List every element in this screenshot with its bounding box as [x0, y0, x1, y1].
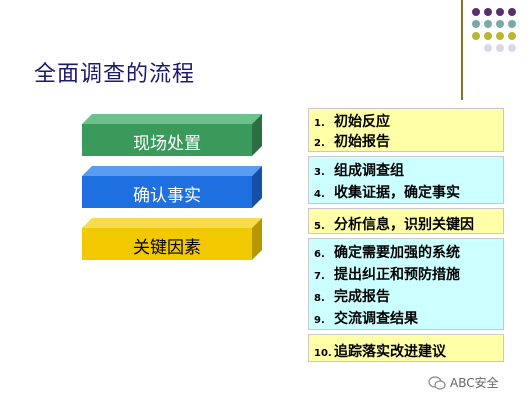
step-item: 4. 收集证据，确定事实	[314, 182, 460, 202]
decoration-dot	[496, 20, 504, 28]
step-text: 组成调查组	[334, 163, 404, 179]
decoration-dot	[484, 32, 492, 40]
step-text: 初始反应	[334, 114, 390, 130]
flow-block-top	[82, 218, 262, 228]
step-number: 6.	[314, 249, 325, 260]
step-item: 2. 初始报告	[314, 131, 390, 151]
step-text: 追踪落实改进建议	[334, 344, 446, 360]
step-text: 完成报告	[334, 289, 390, 305]
step-text: 确定需要加强的系统	[334, 245, 460, 261]
flow-block-front	[82, 228, 252, 260]
decoration-dot	[508, 44, 516, 52]
step-item: 8. 完成报告	[314, 286, 390, 306]
flow-block-label: 关键因素	[133, 238, 201, 258]
step-number: 9.	[314, 315, 325, 326]
step-number: 10.	[314, 348, 332, 359]
decoration-dot	[484, 8, 492, 16]
page-title: 全面调查的流程	[34, 62, 196, 87]
step-panel	[308, 156, 504, 204]
step-number: 4.	[314, 189, 325, 200]
decoration-dot	[496, 8, 504, 16]
step-panel	[308, 334, 504, 362]
watermark-text: ABC安全	[450, 376, 499, 390]
step-text: 分析信息，识别关键因	[334, 217, 474, 233]
step-item: 9. 交流调查结果	[314, 308, 418, 328]
step-number: 2.	[314, 138, 325, 149]
step-panel	[308, 108, 504, 152]
decoration-dot	[484, 20, 492, 28]
step-number: 1.	[314, 118, 325, 129]
step-panel	[308, 238, 504, 330]
decoration-dot	[508, 32, 516, 40]
flow-block-side	[252, 166, 262, 208]
step-text: 初始报告	[334, 134, 390, 150]
decoration-dot	[484, 44, 492, 52]
decoration-line	[461, 0, 463, 100]
step-text: 提出纠正和预防措施	[334, 267, 460, 283]
step-item: 5. 分析信息，识别关键因	[314, 214, 474, 234]
step-number: 7.	[314, 271, 325, 282]
flow-block-label: 确认事实	[133, 186, 201, 206]
step-number: 8.	[314, 293, 325, 304]
decoration-dot	[496, 32, 504, 40]
flow-block	[82, 114, 262, 156]
step-item: 6. 确定需要加强的系统	[314, 242, 460, 262]
flow-block-label: 现场处置	[133, 134, 201, 154]
decoration-dot	[496, 44, 504, 52]
flow-block	[82, 166, 262, 208]
step-number: 5.	[314, 221, 325, 232]
step-text: 交流调查结果	[334, 311, 418, 327]
decoration-dot	[472, 32, 480, 40]
decoration-dot	[508, 8, 516, 16]
decoration-dot	[472, 20, 480, 28]
step-number: 3.	[314, 167, 325, 178]
step-item: 1. 初始反应	[314, 111, 390, 131]
watermark: ABC安全	[428, 374, 499, 391]
decoration-dot	[508, 20, 516, 28]
step-item: 7. 提出纠正和预防措施	[314, 264, 460, 284]
step-item: 10.追踪落实改进建议	[314, 341, 446, 361]
decoration-dot	[472, 8, 480, 16]
flow-block-top	[82, 166, 262, 176]
flow-block-side	[252, 114, 262, 156]
flow-block-top	[82, 114, 262, 124]
step-panel	[308, 208, 504, 234]
flow-block-front	[82, 176, 252, 208]
flow-block	[82, 218, 262, 260]
step-text: 收集证据，确定事实	[334, 185, 460, 201]
flow-block-side	[252, 218, 262, 260]
wechat-icon	[428, 375, 446, 390]
flow-block-front	[82, 124, 252, 156]
step-item: 3. 组成调查组	[314, 160, 404, 180]
